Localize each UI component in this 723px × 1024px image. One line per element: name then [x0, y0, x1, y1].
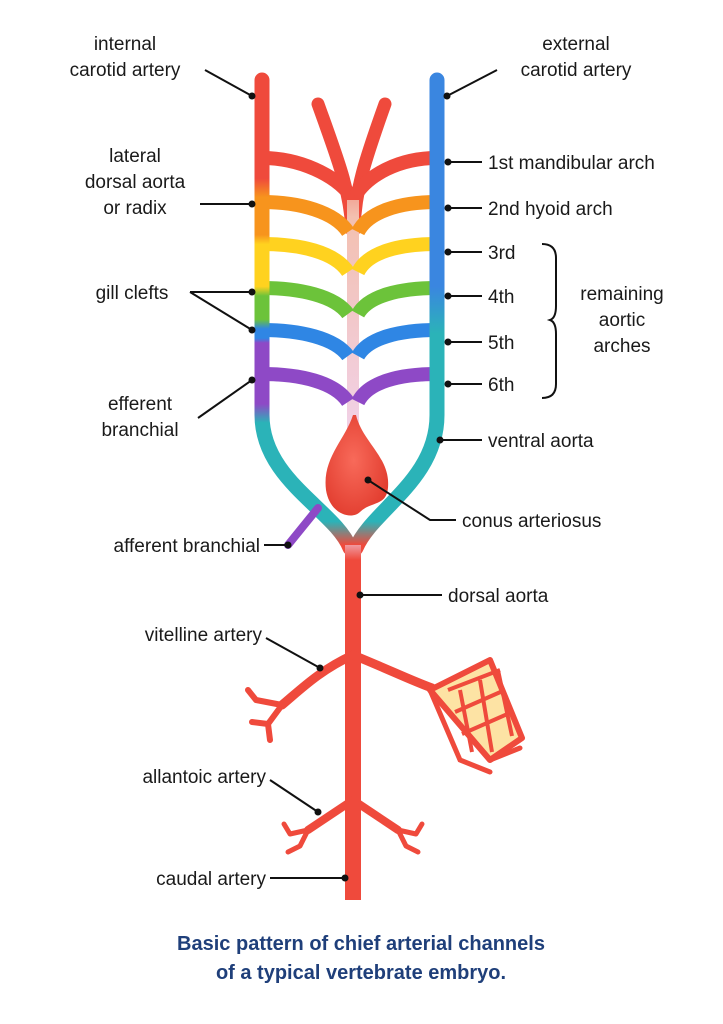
label-allantoic-artery: allantoic artery — [142, 767, 266, 788]
right-arch-3 — [351, 237, 438, 276]
left-lateral-vessel — [254, 72, 358, 556]
label-conus-arteriosus: conus arteriosus — [462, 511, 601, 532]
left-arch-4 — [261, 281, 354, 319]
label-caudal-artery: caudal artery — [156, 869, 266, 890]
label-remaining-1: remaining — [580, 284, 663, 305]
label-arch-1: 1st mandibular arch — [488, 153, 655, 174]
label-internal-carotid-2: carotid artery — [70, 60, 181, 81]
vitelline-branch-right — [348, 650, 437, 693]
label-arch-2: 2nd hyoid arch — [488, 199, 613, 220]
label-lateral-dorsal-3: or radix — [103, 198, 167, 219]
right-arch-2 — [351, 195, 438, 236]
vessel-network — [245, 72, 525, 900]
left-arch-6 — [261, 367, 354, 407]
caption-line-1: Basic pattern of chief arterial channels — [177, 933, 545, 955]
labels: internal carotid artery external carotid… — [70, 34, 664, 890]
label-vitelline-artery: vitelline artery — [145, 625, 263, 646]
label-efferent-1: efferent — [108, 394, 173, 415]
allantoic-branch-left — [304, 796, 357, 834]
right-lateral-vessel — [348, 72, 445, 556]
caption-line-2: of a typical vertebrate embryo. — [216, 962, 506, 984]
vitelline-branch-left — [277, 650, 358, 710]
label-arch-6: 6th — [488, 375, 514, 396]
right-arch-6 — [351, 367, 438, 406]
left-arch-1 — [261, 151, 357, 201]
label-external-carotid-2: carotid artery — [521, 60, 632, 81]
label-arch-3: 3rd — [488, 243, 515, 264]
label-remaining-2: aortic — [599, 310, 645, 331]
label-efferent-2: branchial — [101, 420, 178, 441]
afferent-branchial-vessel — [284, 504, 322, 549]
caption: Basic pattern of chief arterial channels… — [177, 933, 545, 984]
label-remaining-3: arches — [593, 336, 650, 357]
left-arch-3 — [261, 237, 354, 277]
capillary-network — [427, 657, 525, 775]
label-ventral-aorta: ventral aorta — [488, 431, 594, 452]
right-arch-5 — [351, 323, 438, 360]
label-lateral-dorsal-2: dorsal aorta — [85, 172, 186, 193]
label-internal-carotid-1: internal — [94, 34, 156, 55]
label-afferent-branchial: afferent branchial — [114, 536, 260, 557]
allantoic-branch-right — [349, 796, 402, 834]
label-gill-clefts: gill clefts — [96, 283, 169, 304]
label-external-carotid-1: external — [542, 34, 610, 55]
conus-arteriosus-shape — [325, 415, 389, 516]
left-arch-2 — [261, 195, 354, 237]
label-arch-5: 5th — [488, 333, 514, 354]
label-arch-4: 4th — [488, 287, 514, 308]
label-dorsal-aorta: dorsal aorta — [448, 586, 549, 607]
leader-lines — [189, 69, 557, 882]
label-lateral-dorsal-1: lateral — [109, 146, 161, 167]
right-arch-4 — [351, 281, 438, 318]
right-arch-1 — [349, 151, 438, 201]
left-arch-5 — [261, 323, 354, 361]
